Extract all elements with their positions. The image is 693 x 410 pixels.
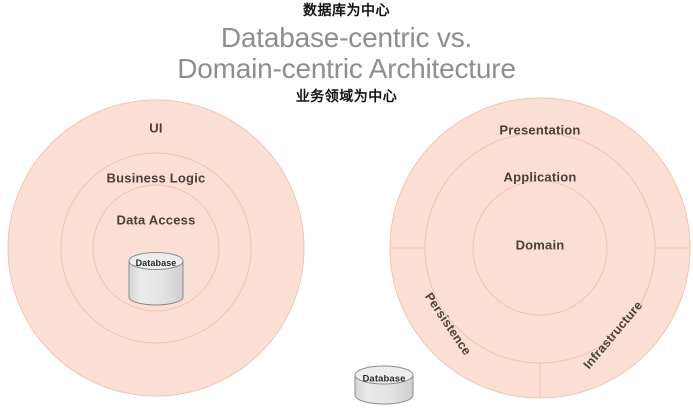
database-cylinder-right[interactable] bbox=[354, 365, 414, 405]
database-centric-diagram bbox=[7, 99, 305, 397]
domain-ring[interactable] bbox=[472, 180, 608, 316]
domain-centric-diagram bbox=[354, 97, 691, 405]
data-access-ring[interactable] bbox=[92, 184, 220, 312]
database-cylinder-left[interactable] bbox=[128, 252, 184, 306]
